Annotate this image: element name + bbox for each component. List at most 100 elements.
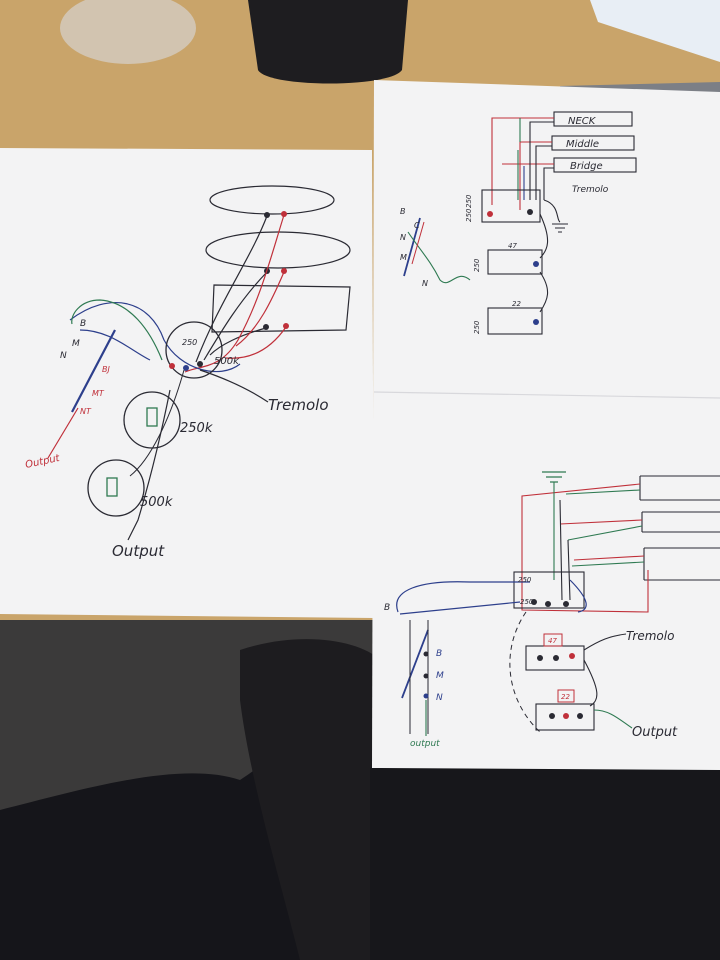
wire-red xyxy=(521,483,649,613)
pot-label: 22 xyxy=(561,693,570,701)
right-paper-sheet xyxy=(372,80,720,770)
solder-dot xyxy=(545,601,551,607)
tremolo-label: Tremolo xyxy=(268,396,329,414)
pot-mark-red xyxy=(557,689,575,703)
wire-green xyxy=(553,482,645,580)
switch-lever xyxy=(403,217,421,277)
pot-label: 250 xyxy=(182,338,197,347)
tone-pot-box-22 xyxy=(535,703,595,731)
solder-dot xyxy=(423,651,429,657)
pot-label: 250k xyxy=(180,421,213,436)
dark-chair xyxy=(240,639,380,960)
pickup-outline xyxy=(209,185,335,215)
solder-dot xyxy=(169,363,175,369)
solder-dot xyxy=(531,599,537,605)
switch-label: C xyxy=(414,221,420,230)
tremolo-label: Tremolo xyxy=(572,185,609,195)
left-paper-sheet xyxy=(0,148,374,618)
pickup-box xyxy=(643,547,720,581)
wire-green xyxy=(71,299,163,361)
wire-green xyxy=(407,231,471,284)
pot-label: 250 xyxy=(520,598,534,606)
dark-cloth-right xyxy=(370,768,720,960)
solder-dot xyxy=(533,261,539,267)
wire-black xyxy=(127,369,269,541)
tone-pot-box-22 xyxy=(487,307,543,335)
solder-dot xyxy=(423,693,429,699)
pickup-label-neck: NECK xyxy=(568,116,597,127)
solder-dot xyxy=(487,211,493,217)
switch-output-wire xyxy=(47,407,79,459)
cup xyxy=(248,0,408,84)
pickup-pole-dot xyxy=(281,268,287,274)
switch-label: MT xyxy=(92,389,105,398)
volume-pot-box xyxy=(513,571,585,609)
solder-dot xyxy=(563,601,569,607)
pot-label: 500k xyxy=(214,356,240,367)
pickup-pole-dot xyxy=(264,212,270,218)
solder-dot xyxy=(183,365,189,371)
pot-label: 250 xyxy=(518,576,532,584)
tremolo-label: Tremolo xyxy=(626,629,674,643)
glass xyxy=(60,0,196,64)
solder-dot xyxy=(197,361,203,367)
papers-corner xyxy=(590,0,720,62)
solder-dot xyxy=(527,209,533,215)
switch-label: N xyxy=(436,693,443,703)
volume-pot-box xyxy=(481,189,541,223)
switch-label: B xyxy=(400,207,406,216)
tone-pot-250k xyxy=(123,391,181,449)
wire-dashed xyxy=(509,611,541,733)
wire-green xyxy=(517,118,521,200)
pot-lug-green xyxy=(106,477,118,497)
pot-label: 500k xyxy=(140,495,173,510)
wire-black xyxy=(583,633,627,707)
pickup-outline xyxy=(211,284,351,333)
pickup-box xyxy=(553,111,633,127)
solder-dot xyxy=(569,653,575,659)
wire-black xyxy=(559,499,571,601)
pot-label: 250 xyxy=(465,208,473,222)
switch-label: B xyxy=(384,603,390,613)
solder-dot xyxy=(549,713,555,719)
wire-red xyxy=(184,214,287,373)
switch-label: N xyxy=(60,351,67,361)
pickup-pole-dot xyxy=(283,323,289,329)
solder-dot xyxy=(533,319,539,325)
pickup-box xyxy=(639,475,720,501)
ground-symbol xyxy=(552,223,568,233)
solder-dot xyxy=(423,673,429,679)
pot-lug-green xyxy=(146,407,158,427)
solder-dot xyxy=(553,655,559,661)
switch-label: N xyxy=(400,233,406,242)
switch-label: B xyxy=(80,319,86,329)
pickup-box xyxy=(553,157,637,173)
switch-label: BJ xyxy=(102,365,110,374)
pickup-label-middle: Middle xyxy=(566,139,599,150)
output-label: Output xyxy=(632,725,678,740)
pot-label: 22 xyxy=(512,300,521,308)
switch-label: M xyxy=(400,253,407,262)
tone-pot-box-47 xyxy=(487,249,543,275)
solder-dot xyxy=(563,713,569,719)
pickup-box xyxy=(551,135,635,151)
tone-pot-500k xyxy=(87,459,145,517)
pot-label: 47 xyxy=(508,242,517,250)
wire-blue xyxy=(69,302,241,373)
switch-label: B xyxy=(436,649,442,659)
pickup-pole-dot xyxy=(281,211,287,217)
wire-green xyxy=(593,709,633,729)
wire-black xyxy=(195,215,268,363)
switch-lever xyxy=(401,629,429,699)
output-label-black: Output xyxy=(112,542,165,560)
pickup-box xyxy=(641,511,720,533)
pickup-label-bridge: Bridge xyxy=(570,161,603,172)
paper-fold xyxy=(373,391,720,399)
switch-label: M xyxy=(72,339,80,349)
pot-label: 250 xyxy=(473,258,481,272)
pot-label: 250 xyxy=(465,194,473,208)
wire-black xyxy=(529,121,554,200)
pot-label: 250 xyxy=(473,320,481,334)
switch-output-label: output xyxy=(410,739,440,749)
